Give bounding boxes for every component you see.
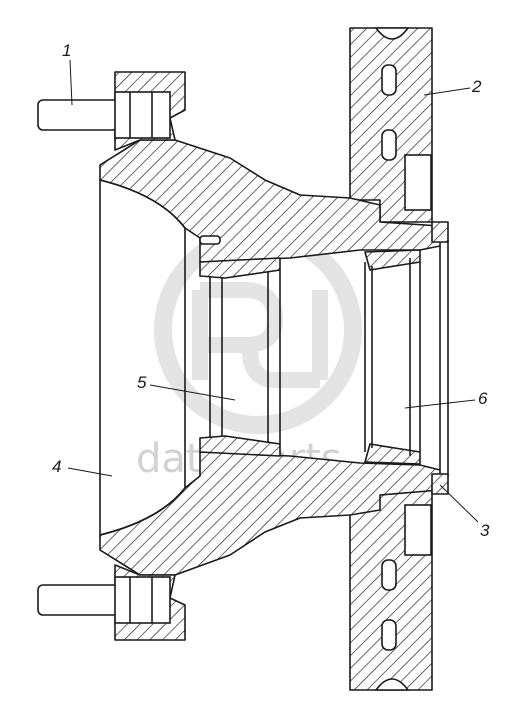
inner-bearing-race-top (199, 257, 281, 279)
leader-1 (69, 59, 73, 106)
leader-3 (439, 484, 479, 523)
wheel-stud-bottom (37, 576, 171, 624)
leader-2 (423, 87, 471, 96)
disc-vent-slots (374, 27, 432, 691)
callout-3: 3 (480, 521, 490, 540)
callout-4: 4 (52, 457, 61, 476)
outer-bearing-race-bottom (364, 443, 421, 465)
callout-6: 6 (478, 389, 488, 408)
leader-6 (404, 399, 476, 409)
wheel-stud-top (37, 91, 171, 139)
lock-pin (199, 235, 221, 245)
callout-2: 2 (471, 77, 482, 96)
outer-bearing-race-top (364, 249, 421, 271)
bearing-bore-lines (209, 240, 449, 476)
callout-5: 5 (137, 373, 147, 392)
seal-ring-top (431, 221, 449, 243)
leader-5 (149, 384, 236, 401)
callout-1: 1 (62, 41, 71, 60)
inner-bearing-race-bottom (199, 435, 281, 457)
leader-4 (67, 467, 113, 477)
hub-cavity (99, 179, 186, 536)
